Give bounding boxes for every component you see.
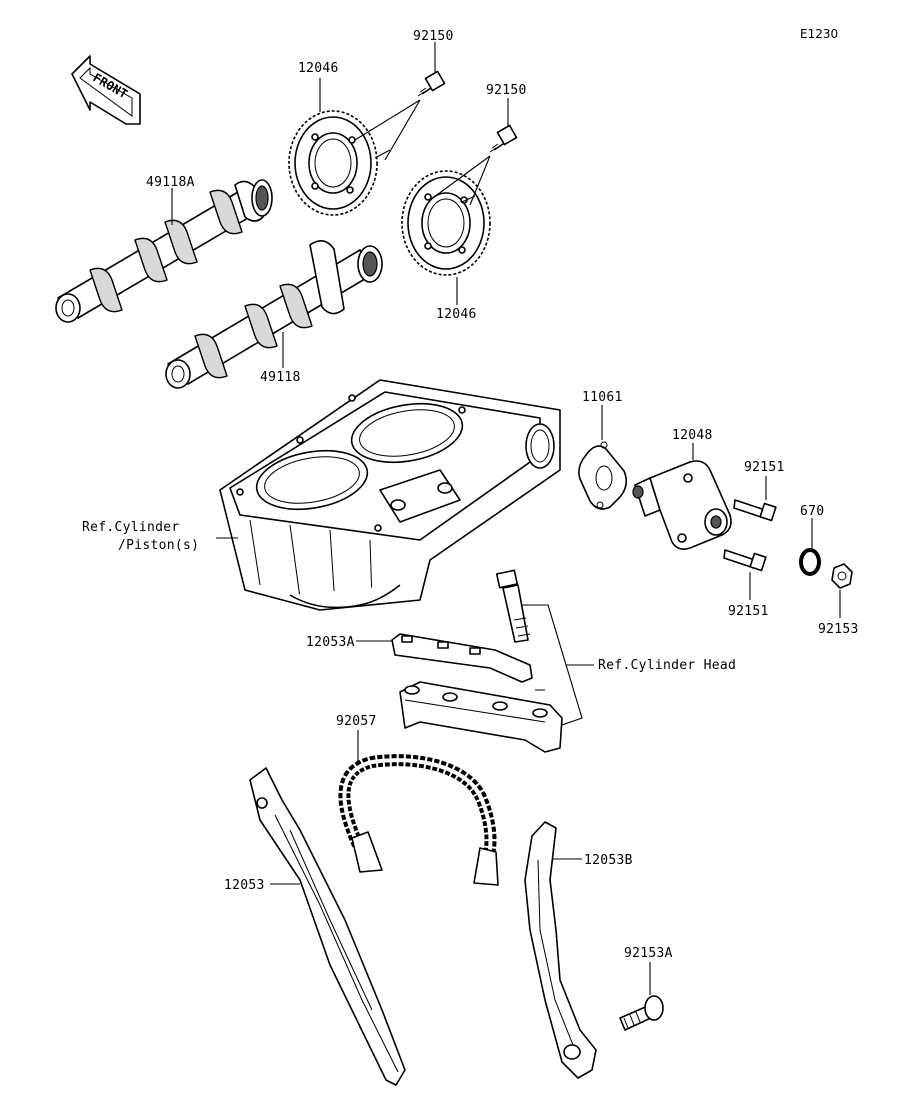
o-ring-670[interactable] [799,548,821,576]
label-o-ring-670: 670 [800,504,824,519]
bolt-92153A[interactable] [619,995,664,1031]
bolt-92150-upper[interactable] [417,70,446,97]
chain-tensioner-12048[interactable] [632,460,732,550]
guide-bracket [399,681,563,753]
label-ref-cylinder-head: Ref.Cylinder Head [598,658,736,673]
chain-guide-12053[interactable] [249,767,406,1086]
label-guide-12053: 12053 [224,878,265,893]
camshaft-49118A[interactable] [55,179,273,323]
bolt-92150-lower[interactable] [489,124,518,153]
camshaft-49118[interactable] [165,240,383,389]
label-guide-12053A: 12053A [306,635,355,650]
front-arrow-icon: FRONT [71,55,141,125]
chain-guide-12053B[interactable] [524,821,597,1079]
label-ref-cylinder: Ref.Cylinder [82,520,180,535]
diagram-code: E1230 [800,27,838,41]
label-ref-piston: /Piston(s) [118,538,199,553]
cam-sprocket-lower[interactable] [401,170,491,276]
label-gasket-11061: 11061 [582,390,623,405]
label-sprocket-12046-upper: 12046 [298,61,339,76]
label-camshaft-49118: 49118 [260,370,301,385]
cam-sprocket-upper[interactable] [288,110,378,216]
label-bolt-92150-lower: 92150 [486,83,527,98]
cam-chain-92057[interactable] [338,754,499,886]
leader-lines [171,42,841,995]
label-camshaft-49118A: 49118A [146,175,195,190]
label-bolt-92153A: 92153A [624,946,673,961]
chain-guide-12053A[interactable] [391,633,533,683]
bolt-92151-upper[interactable] [733,499,777,522]
cylinder-block [219,379,561,611]
label-chain-92057: 92057 [336,714,377,729]
label-bolt-92151-upper: 92151 [744,460,785,475]
label-bolt-92151-lower: 92151 [728,604,769,619]
label-sprocket-12046-lower: 12046 [436,307,477,322]
nut-92153[interactable] [831,563,853,589]
label-nut-92153: 92153 [818,622,859,637]
label-tensioner-12048: 12048 [672,428,713,443]
gasket-11061[interactable] [578,441,628,510]
head-bolt[interactable] [495,569,531,643]
label-bolt-92150-upper: 92150 [413,29,454,44]
label-guide-12053B: 12053B [584,853,633,868]
bolt-92151-lower[interactable] [723,549,767,572]
